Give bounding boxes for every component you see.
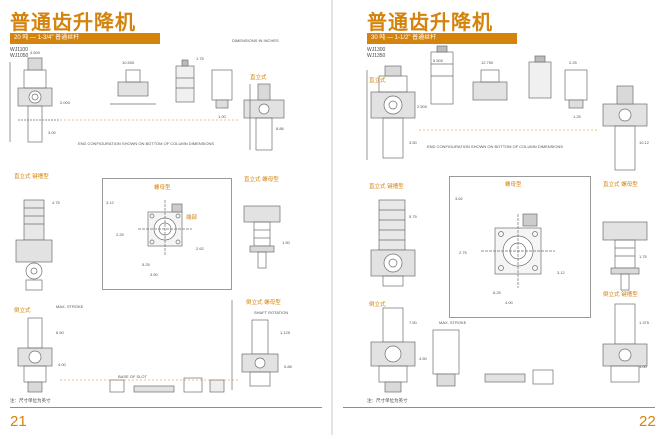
dimension: 12.750 <box>481 60 494 65</box>
dimension: 1.25 <box>573 114 581 119</box>
drawing-note: END CONFIGURATION SHOWN ON BOTTOM OF COL… <box>78 141 215 146</box>
page-gutter <box>331 0 333 435</box>
technical-drawing <box>9 57 285 393</box>
dimension: 7.50 <box>409 320 417 325</box>
view-label: 螺母型 <box>154 185 171 191</box>
dimension: 3.50 <box>409 140 417 145</box>
dimension: 1.125 <box>280 330 291 335</box>
corner-note: DIMENSIONS IN INCHES <box>232 38 279 43</box>
dimension: 1.00 <box>639 364 647 369</box>
drawing-note: SHAFT ROTATION <box>254 310 289 315</box>
drawing-note: END CONFIGURATION SHOWN ON BOTTOM OF COL… <box>427 144 564 149</box>
view-label: 直立式 键槽型 <box>369 184 404 190</box>
section-subtitle: 30 吨 — 1-1/2" 普通丝杆 <box>367 33 517 44</box>
technical-drawing <box>366 45 648 393</box>
view-label: 倒立式 键槽型 <box>603 292 638 298</box>
page-number: 22 <box>639 413 656 430</box>
dimension: 3.12 <box>557 270 565 275</box>
dimension: 1.375 <box>639 320 650 325</box>
view-label: 直立式 键槽型 <box>14 174 49 180</box>
detail-box <box>102 178 232 290</box>
dimension: 0.88 <box>284 364 292 369</box>
dimension: 3.12 <box>106 200 114 205</box>
dimension: 6.25 <box>493 290 501 295</box>
dimension: 8.86 <box>276 126 284 131</box>
dimension: 1.50 <box>282 240 290 245</box>
dimension: 1.75 <box>639 254 647 259</box>
view-label: 倒立式 螺母型 <box>246 300 281 306</box>
view-label: 直立式 <box>369 78 386 84</box>
dimension: 4.50 <box>419 356 427 361</box>
view-label: 倒立式 <box>14 308 31 314</box>
view-label: 直立式 <box>250 75 267 81</box>
dimension: 5.75 <box>409 214 417 219</box>
dimension: 6.50 <box>56 330 64 335</box>
footnote: 注：尺寸单位为英寸 <box>367 398 408 403</box>
view-label: 倒立式 <box>369 302 386 308</box>
bottom-rule <box>343 407 655 408</box>
section-subtitle: 20 吨 — 1-3/4" 普通丝杆 <box>10 33 160 44</box>
model-code: WJ1100 <box>10 47 28 53</box>
dimension: 2.25 <box>116 232 124 237</box>
dimension: 1.75 <box>196 56 204 61</box>
dimension: 5.500 <box>433 58 444 63</box>
dimension: 2.500 <box>417 104 428 109</box>
view-label: 端部 <box>186 215 198 221</box>
footnote: 注：尺寸单位为英寸 <box>10 398 51 403</box>
dimension: 5.25 <box>142 262 150 267</box>
drawing-note: BASE OF SLOT <box>118 374 147 379</box>
model-list: WJ1100 WJ1050 <box>10 47 28 59</box>
dimension: 3.50 <box>150 272 158 277</box>
dimension: 3.00 <box>48 130 56 135</box>
model-code: WJ1350 <box>367 53 386 59</box>
page-title: 普通齿升降机 <box>367 10 493 34</box>
drawing-note: MAX. STROKE <box>439 320 467 325</box>
dimension: 4.00 <box>505 300 513 305</box>
view-label: 直立式 螺母型 <box>244 177 279 183</box>
dimension: 10.500 <box>122 60 135 65</box>
bottom-rule <box>10 407 322 408</box>
drawing-note: MAX. STROKE <box>56 304 84 309</box>
model-list: WJ1300 WJ1350 <box>367 47 385 59</box>
detail-box <box>449 176 591 318</box>
dimension: 2.000 <box>60 100 71 105</box>
dimension: 4.75 <box>52 200 60 205</box>
dimension: 2.62 <box>196 246 204 251</box>
dimension: 4.00 <box>58 362 66 367</box>
dimension: 10.12 <box>639 140 650 145</box>
view-label: 直立式 螺母型 <box>603 182 638 188</box>
dimension: 2.75 <box>459 250 467 255</box>
dimension: 2.25 <box>569 60 577 65</box>
page-number: 21 <box>10 413 27 430</box>
dimension: 1.00 <box>218 114 226 119</box>
catalog-page-left: 普通齿升降机 20 吨 — 1-3/4" 普通丝杆 WJ1100 WJ1050 … <box>0 0 332 435</box>
model-code: WJ1300 <box>367 47 386 53</box>
catalog-page-right: 普通齿升降机 30 吨 — 1-1/2" 普通丝杆 WJ1300 WJ1350 <box>333 0 665 435</box>
view-label: 螺母型 <box>505 182 522 188</box>
dimension: 4.500 <box>30 50 41 55</box>
page-title: 普通齿升降机 <box>10 10 136 34</box>
dimension: 3.62 <box>455 196 463 201</box>
model-code: WJ1050 <box>10 53 29 59</box>
